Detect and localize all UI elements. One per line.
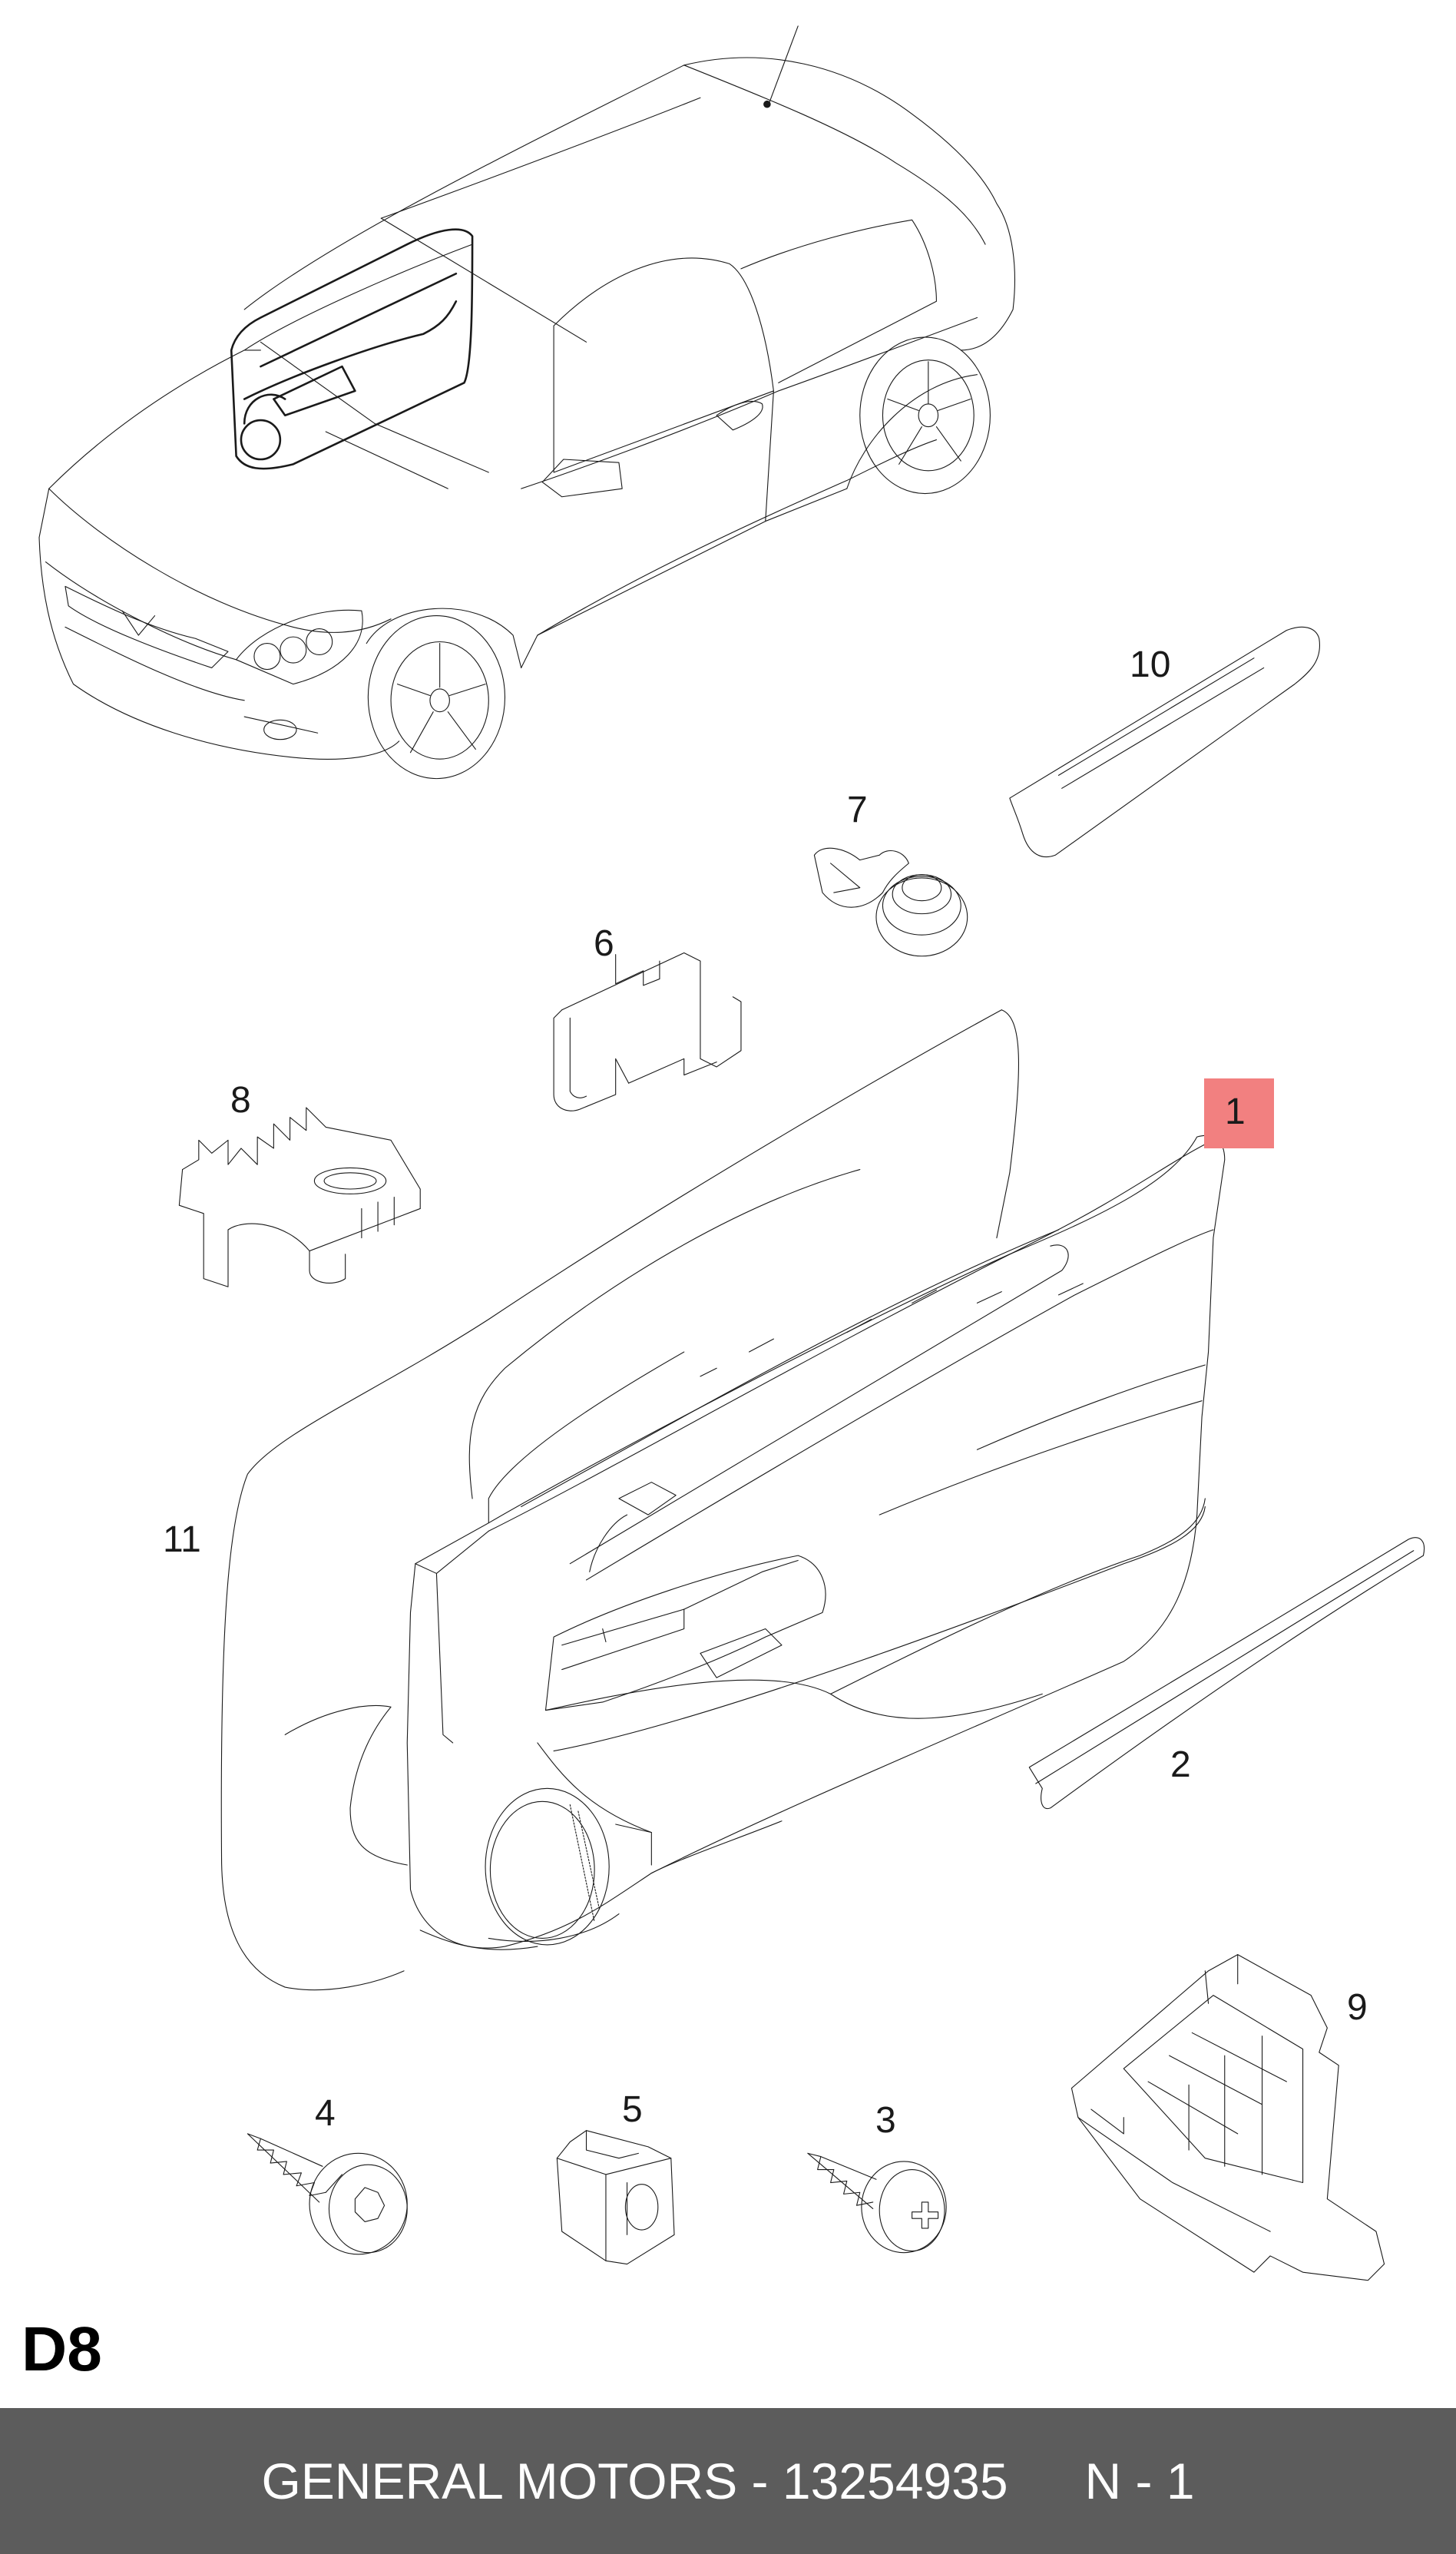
callout-2: 2 bbox=[1170, 1744, 1191, 1785]
part-9-bracket bbox=[1071, 1955, 1384, 2281]
footer-brand-part-number: GENERAL MOTORS - 13254935 bbox=[261, 2453, 1008, 2509]
callout-11: 11 bbox=[163, 1519, 201, 1560]
part-8-clip bbox=[179, 1108, 420, 1287]
callout-1: 1 bbox=[1225, 1091, 1246, 1132]
part-11-sheet bbox=[221, 1010, 1018, 1990]
callout-9: 9 bbox=[1347, 1987, 1368, 2028]
car-door-highlight bbox=[231, 230, 472, 469]
part-3-screw bbox=[808, 2153, 946, 2252]
part-10-trim-strip bbox=[1010, 627, 1320, 856]
callout-5: 5 bbox=[622, 2089, 643, 2130]
section-code: D8 bbox=[22, 2314, 102, 2384]
part-2-moulding bbox=[1029, 1538, 1424, 1809]
part-1-door-panel bbox=[407, 1135, 1225, 1949]
part-5-clip-nut bbox=[557, 2131, 674, 2264]
footer-bar: GENERAL MOTORS - 13254935 N - 1 bbox=[0, 2408, 1456, 2554]
part-4-screw bbox=[247, 2134, 407, 2254]
callout-6: 6 bbox=[594, 923, 614, 964]
callout-7: 7 bbox=[847, 790, 868, 830]
callout-10: 10 bbox=[1130, 644, 1171, 685]
footer-quantity: N - 1 bbox=[1084, 2453, 1195, 2509]
callout-3: 3 bbox=[875, 2100, 896, 2141]
callout-1-highlight bbox=[1204, 1078, 1274, 1148]
callout-8: 8 bbox=[230, 1080, 251, 1121]
car-illustration bbox=[39, 26, 1014, 779]
callout-4: 4 bbox=[315, 2093, 336, 2134]
part-6-clip bbox=[554, 953, 741, 1111]
part-7-push-clip bbox=[814, 848, 967, 956]
